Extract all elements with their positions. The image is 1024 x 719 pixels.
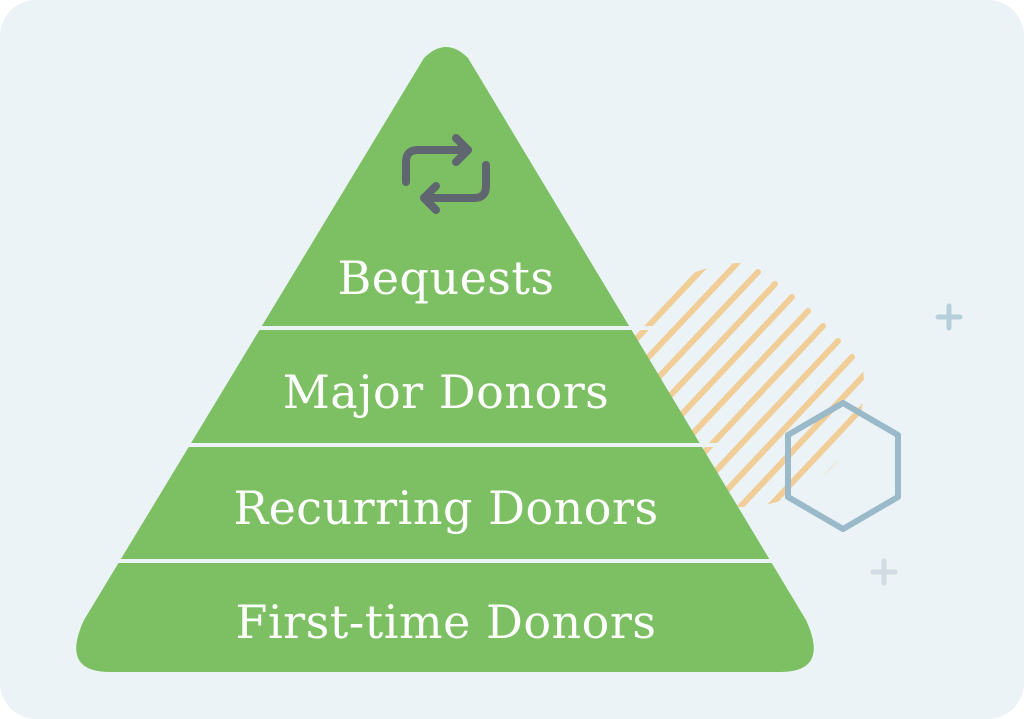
pyramid-shape	[76, 47, 814, 672]
tier-label-bequests: Bequests	[337, 251, 555, 305]
hexagon-icon	[785, 400, 901, 532]
tier-label-recurring-donors: Recurring Donors	[233, 481, 659, 535]
tier-label-first-time-donors: First-time Donors	[235, 595, 657, 649]
tier-label-major-donors: Major Donors	[282, 365, 610, 419]
repeat-icon	[402, 134, 490, 214]
tier-dividers	[100, 326, 800, 563]
plus-icon	[870, 558, 898, 586]
plus-icon	[935, 303, 963, 331]
